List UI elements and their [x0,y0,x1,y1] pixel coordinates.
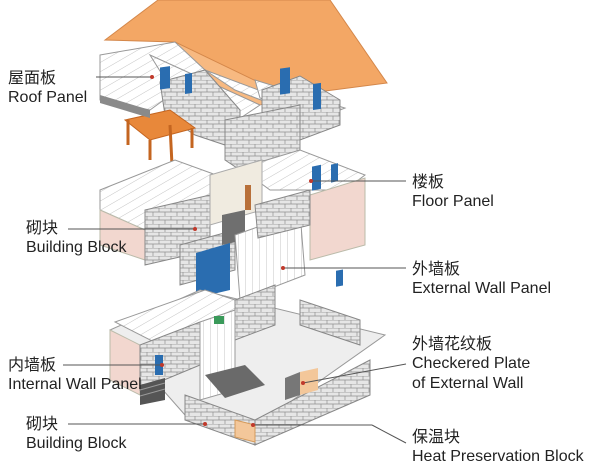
floor-level [99,149,367,301]
label-building-block-2-en: Building Block [26,435,127,452]
label-floor-panel-zh: 楼板 [412,172,445,191]
label-external-wall-panel-en: External Wall Panel [412,280,552,297]
label-heat-preservation: 保温块 Heat Preservation Block [412,427,584,467]
label-floor-panel-en: Floor Panel [412,193,494,210]
label-heat-preservation-en: Heat Preservation Block [412,448,584,465]
label-checkered-plate-en2: of External Wall [412,375,524,392]
label-internal-wall-panel: 内墙板 Internal Wall Panel [8,355,142,395]
roof-level [99,0,388,171]
blue-door [196,243,230,298]
window [160,66,170,90]
label-building-block-1-zh: 砌块 [26,218,59,237]
label-internal-wall-panel-en: Internal Wall Panel [8,376,142,393]
leader-lines [63,75,407,444]
label-roof-panel: 屋面板 Roof Panel [8,68,87,108]
label-building-block-1: 砌块 Building Block [26,218,127,258]
stairs [139,378,166,405]
heat-preservation-block [234,419,256,443]
label-roof-panel-zh: 屋面板 [8,68,57,87]
label-checkered-plate-zh: 外墙花纹板 [412,334,493,353]
ground-level [109,269,387,446]
label-heat-preservation-zh: 保温块 [412,427,461,446]
label-checkered-plate: 外墙花纹板 Checkered Plate of External Wall [412,334,530,394]
checkered-plate [285,372,300,400]
label-building-block-1-en: Building Block [26,239,127,256]
label-floor-panel: 楼板 Floor Panel [412,172,494,212]
label-external-wall-panel: 外墙板 External Wall Panel [412,259,551,299]
label-external-wall-panel-zh: 外墙板 [412,259,461,278]
label-building-block-2-zh: 砌块 [26,414,59,433]
label-checkered-plate-en1: Checkered Plate [412,355,531,372]
wooden-porch [123,109,197,166]
label-roof-panel-en: Roof Panel [8,89,88,106]
label-building-block-2: 砌块 Building Block [26,414,127,454]
label-internal-wall-panel-zh: 内墙板 [8,355,57,374]
